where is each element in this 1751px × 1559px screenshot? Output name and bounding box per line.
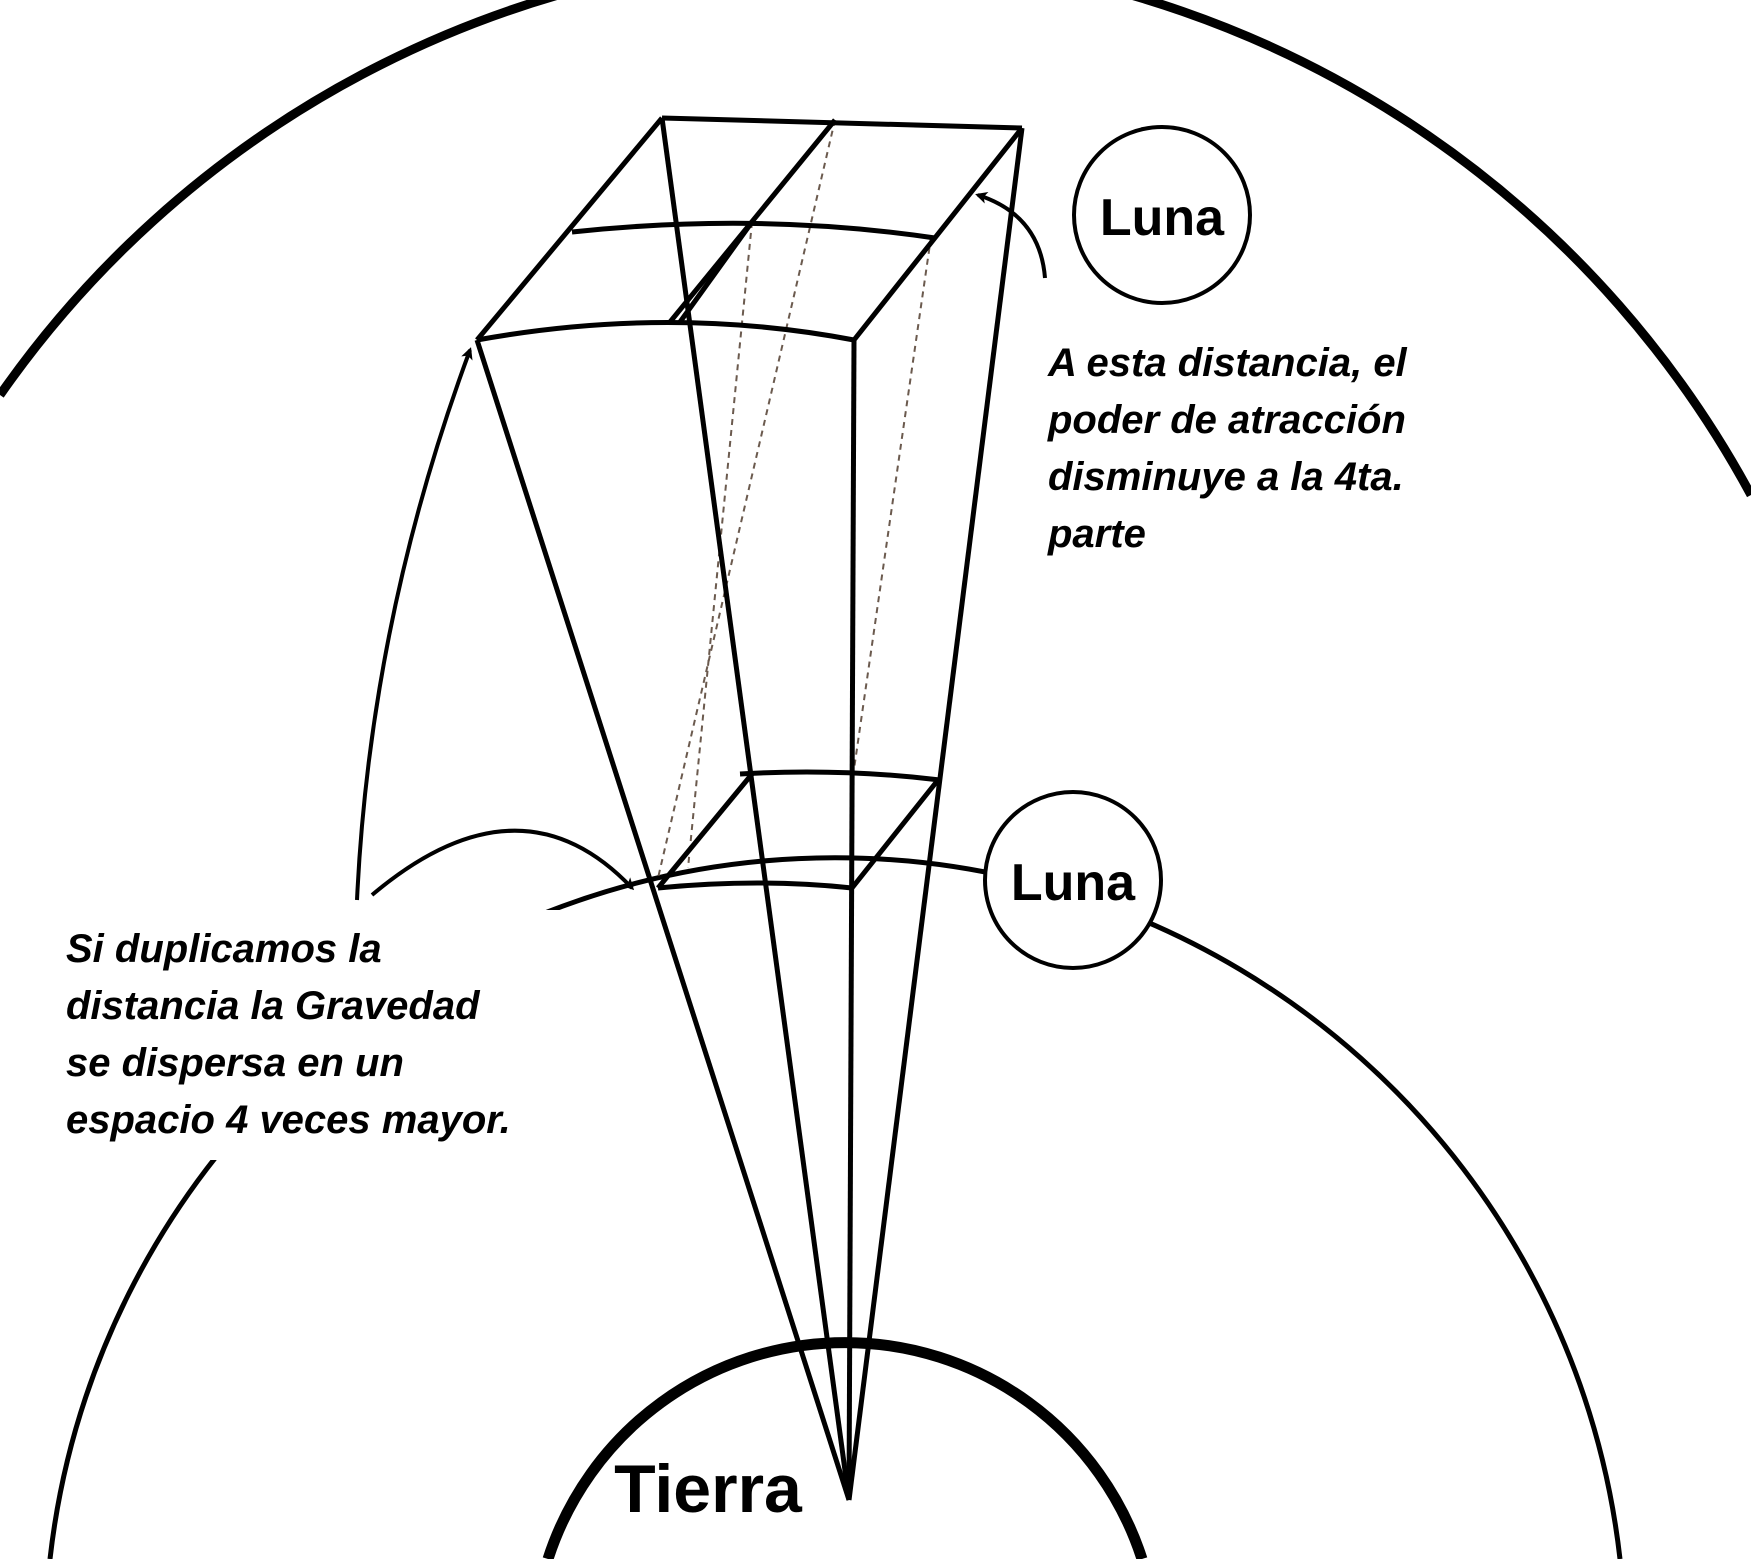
near-left-edge xyxy=(656,772,754,890)
near-caption-line-3: se dispersa en un xyxy=(66,1041,404,1085)
arrow-to-far-section xyxy=(975,192,1047,279)
near-caption-line-4: espacio 4 veces mayor. xyxy=(66,1098,511,1142)
moon-near-label: Luna xyxy=(1011,854,1136,912)
ray-right xyxy=(846,127,1025,1501)
field-geometry xyxy=(474,115,1025,1501)
far-caption-line-3: disminuye a la 4ta. xyxy=(1048,455,1404,499)
near-caption-line-1: Si duplicamos la xyxy=(66,927,382,971)
far-top-right xyxy=(852,126,1024,342)
arrows xyxy=(355,192,1047,901)
ray-mid-right xyxy=(846,339,857,1501)
far-caption-line-2: poder de atracción xyxy=(1047,398,1406,442)
moon-far-label: Luna xyxy=(1100,189,1225,247)
far-caption-line-4: parte xyxy=(1047,512,1146,556)
arrow-to-near-section xyxy=(370,828,635,897)
far-caption-mask xyxy=(1040,330,1510,570)
ray-mid-left xyxy=(659,117,852,1501)
far-caption-line-1: A esta distancia, el xyxy=(1047,341,1408,385)
far-top-back xyxy=(661,115,1023,131)
dashed-guide-3 xyxy=(851,236,932,784)
earth-circle xyxy=(542,1337,1148,1559)
far-grid-diag-2 xyxy=(677,220,755,324)
far-top-front-left xyxy=(475,116,664,342)
near-back-arc xyxy=(739,769,941,783)
near-right-edge xyxy=(850,778,940,890)
moon-near-circle xyxy=(983,790,1163,970)
arrow-near-to-far xyxy=(355,347,473,901)
moon-far-circle xyxy=(1072,125,1252,305)
far-caption: A esta distancia, el poder de atracción … xyxy=(1047,341,1408,556)
near-caption-line-2: distancia la Gravedad xyxy=(66,984,481,1028)
inner-orbit-arc xyxy=(47,855,1623,1559)
ray-left xyxy=(474,339,852,1501)
near-caption-mask xyxy=(60,910,640,1160)
dashed-guide-1 xyxy=(657,119,836,879)
earth-label: Tierra xyxy=(614,1451,803,1527)
near-front-arc xyxy=(657,880,853,891)
far-grid-diag-1 xyxy=(668,118,837,324)
far-front-arc xyxy=(476,320,855,343)
outer-orbit-arc xyxy=(0,0,1751,498)
near-caption: Si duplicamos la distancia la Gravedad s… xyxy=(66,927,511,1142)
far-mid-arc xyxy=(571,220,936,241)
